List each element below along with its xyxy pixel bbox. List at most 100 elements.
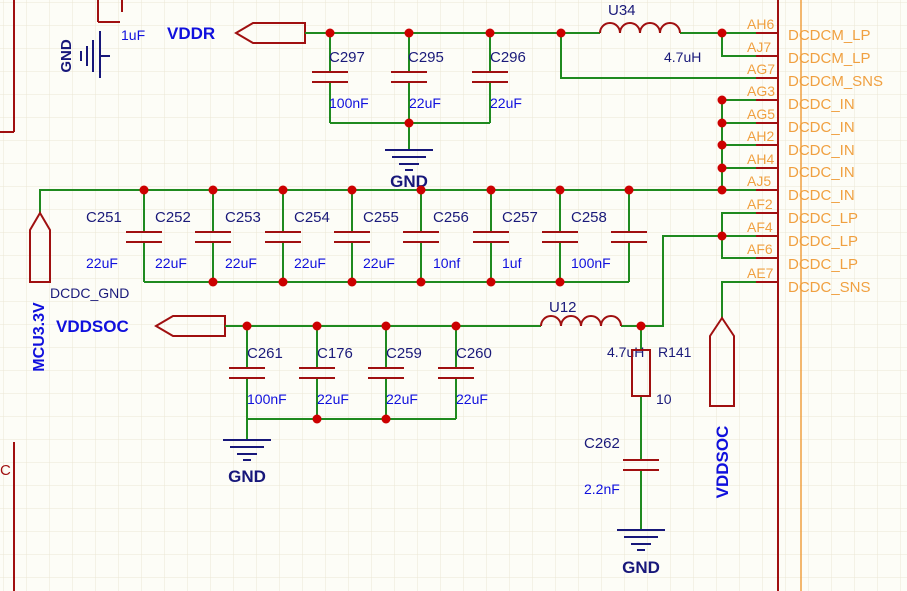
pin-row: AH2 DCDC_IN (747, 128, 855, 159)
inductor-u34 (599, 22, 681, 34)
cap-value-c260: 22uF (456, 391, 488, 407)
pin-row: AG7 DCDCM_SNS (747, 61, 883, 90)
pin-row: AE7 DCDC_SNS (747, 265, 871, 296)
pin-net-name: DCDC_LP (788, 233, 858, 250)
bottom-capacitors (229, 367, 659, 471)
gnd-symbol-top (385, 149, 433, 171)
pin-number: AE7 (747, 265, 774, 281)
pin-number: AF6 (747, 241, 773, 257)
cap-value-c251: 22uF (86, 255, 118, 271)
cap-ref-c176: C176 (317, 345, 353, 362)
gnd-label-top-left: GND (58, 39, 75, 73)
cap-value-c254: 22uF (294, 255, 326, 271)
pin-number: AJ7 (747, 39, 771, 55)
inductor-ref-u12: U12 (549, 299, 577, 316)
bottom-junctions (242, 231, 727, 424)
gnd-label-bottom: GND (228, 467, 266, 486)
inductor-u12 (540, 315, 622, 327)
gnd-symbol-top-left (80, 31, 110, 78)
ic-body (777, 0, 802, 591)
pin-net-name: DCDC_IN (788, 187, 855, 204)
resistor-r141 (631, 349, 651, 397)
pin-number: AH2 (747, 128, 774, 144)
top-bus-wires (305, 32, 756, 150)
cap-value-c297: 100nF (329, 95, 369, 111)
pin-row: AF2 DCDC_LP (747, 196, 858, 227)
pin-number: AF4 (747, 219, 773, 235)
dcdc-gnd-label: DCDC_GND (50, 285, 129, 301)
pin-net-name: DCDC_IN (788, 142, 855, 159)
inductor-value-u34: 4.7uH (664, 49, 701, 65)
vddr-label: VDDR (167, 24, 215, 43)
pin-number: AJ5 (747, 173, 771, 189)
cap-ref-c255: C255 (363, 209, 399, 226)
gnd-label-top: GND (390, 172, 428, 191)
gnd-symbol-bottom (223, 439, 271, 461)
dcdc-in-bus (39, 99, 756, 283)
pin-row: AG3 DCDC_IN (747, 83, 855, 113)
cap-ref-c253: C253 (225, 209, 261, 226)
cap-ref-c252: C252 (155, 209, 191, 226)
pin-number: AG3 (747, 83, 775, 99)
pin-number: AG5 (747, 106, 775, 122)
mcu33v-port (29, 211, 51, 283)
cap-ref-c258: C258 (571, 209, 607, 226)
cap-ref-c296: C296 (490, 49, 526, 66)
pin-number: AH6 (747, 16, 774, 32)
cap-value-c252: 22uF (155, 255, 187, 271)
vddsoc-label: VDDSOC (56, 317, 129, 336)
cap-ref-c261: C261 (247, 345, 283, 362)
cap-value-c258: 100nF (571, 255, 611, 271)
pin-number: AF2 (747, 196, 773, 212)
vddsoc-bus (225, 212, 756, 530)
cap-value-c262: 2.2nF (584, 481, 620, 497)
pin-net-name: DCDCM_LP (788, 50, 871, 67)
top-junctions (325, 28, 727, 128)
pin-row: AH4 DCDC_IN (747, 151, 855, 181)
inductor-value-u12: 4.7uH (607, 344, 644, 360)
pin-net-name: DCDC_SNS (788, 279, 871, 296)
top-left-cap (97, 0, 123, 23)
pin-row: AJ7 DCDCM_LP (747, 39, 871, 67)
left-symbol-edge (0, 0, 15, 591)
pin-number: AG7 (747, 61, 775, 77)
pin-row: AF4 DCDC_LP (747, 219, 858, 250)
pin-net-name: DCDCM_LP (788, 27, 871, 44)
mcu33v-label: MCU3.3V (31, 302, 48, 372)
cap-value-c257: 1uf (502, 255, 522, 271)
cap-ref-c256: C256 (433, 209, 469, 226)
cap-value-c261: 100nF (247, 391, 287, 407)
left-fragment-text: C (0, 462, 11, 479)
cap-value-c253: 22uF (225, 255, 257, 271)
vddsoc-vertical-port (709, 316, 735, 407)
cap-ref-c297: C297 (329, 49, 365, 66)
gnd-symbol-right (617, 529, 665, 551)
pin-row: AF6 DCDC_LP (747, 241, 858, 273)
pin-net-name: DCDC_LP (788, 256, 858, 273)
gnd-label-right: GND (622, 558, 660, 577)
cap-ref-c262: C262 (584, 435, 620, 452)
cap-value-c255: 22uF (363, 255, 395, 271)
cap-value-c176: 22uF (317, 391, 349, 407)
pin-net-name: DCDCM_SNS (788, 73, 883, 90)
cap-ref-c251: C251 (86, 209, 122, 226)
cap-value-c256: 10nf (433, 255, 460, 271)
pin-row: AJ5 DCDC_IN (747, 173, 855, 204)
pin-net-name: DCDC_LP (788, 210, 858, 227)
cap-value-c259: 22uF (386, 391, 418, 407)
pin-row: AH6 DCDCM_LP (747, 16, 871, 44)
pin-net-name: DCDC_IN (788, 96, 855, 113)
vddsoc-vertical-label: VDDSOC (713, 426, 732, 499)
cap-ref-c259: C259 (386, 345, 422, 362)
cap-ref-c257: C257 (502, 209, 538, 226)
top-cap-value: 1uF (121, 27, 145, 43)
cap-value-c295: 22uF (409, 95, 441, 111)
middle-junctions (139, 95, 727, 287)
pin-number: AH4 (747, 151, 774, 167)
top-capacitors (312, 71, 508, 83)
resistor-ref-r141: R141 (658, 344, 692, 360)
ic-pins: AH6 DCDCM_LP AJ7 DCDCM_LP AG7 DCDCM_SNS … (747, 16, 883, 296)
cap-ref-c295: C295 (408, 49, 444, 66)
